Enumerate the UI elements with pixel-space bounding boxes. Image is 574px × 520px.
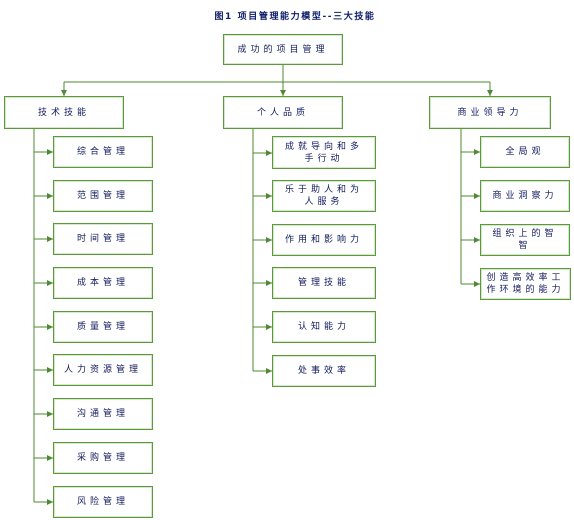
tech-item-procurement: 采购管理 — [53, 442, 153, 474]
tech-item-label: 风险管理 — [76, 497, 129, 507]
figure-title: 图1 项目管理能力模型--三大技能 — [214, 12, 376, 22]
personal-item-label: 认知能力 — [297, 322, 350, 332]
business-item-work-environment: 创造高效率工 作环境的能力 — [480, 268, 571, 300]
category-business-leadership: 商业领导力 — [429, 96, 551, 129]
category-technical-skills: 技术技能 — [4, 96, 124, 129]
tech-item-risk: 风险管理 — [53, 486, 153, 518]
root-node: 成功的项目管理 — [223, 34, 343, 65]
tech-item-label: 范围管理 — [76, 191, 129, 201]
personal-item-efficiency: 处事效率 — [272, 355, 376, 387]
business-item-organizational-wisdom: 组织上的智 智 — [480, 224, 570, 256]
tech-item-time: 时间管理 — [53, 223, 153, 255]
business-item-insight: 商业洞察力 — [480, 180, 570, 212]
category-label: 商业领导力 — [457, 107, 523, 118]
tech-item-quality: 质量管理 — [53, 311, 153, 343]
tech-item-cost: 成本管理 — [53, 267, 153, 299]
personal-item-label: 作用和影响力 — [284, 235, 363, 245]
category-label: 技术技能 — [37, 107, 90, 118]
business-item-label: 全局观 — [505, 147, 545, 157]
tech-item-integration: 综合管理 — [53, 136, 153, 168]
tech-item-human-resources: 人力资源管理 — [53, 354, 153, 386]
personal-item-label: 乐于助人和为 人服务 — [284, 185, 363, 207]
tech-item-scope: 范围管理 — [53, 180, 153, 212]
personal-item-service: 乐于助人和为 人服务 — [272, 180, 376, 212]
personal-item-influence: 作用和影响力 — [272, 224, 376, 256]
category-label: 个人品质 — [256, 107, 309, 118]
tech-item-label: 人力资源管理 — [63, 365, 142, 375]
personal-item-label: 管理技能 — [297, 278, 350, 288]
personal-item-management-skills: 管理技能 — [272, 267, 376, 299]
tech-item-label: 综合管理 — [76, 147, 129, 157]
tech-item-label: 质量管理 — [76, 322, 129, 332]
tech-item-label: 沟通管理 — [76, 409, 129, 419]
business-item-label: 创造高效率工 作环境的能力 — [486, 273, 565, 295]
personal-item-label: 成就导向和多 手行动 — [284, 141, 363, 164]
root-node-label: 成功的项目管理 — [237, 44, 329, 55]
tech-item-communication: 沟通管理 — [53, 398, 153, 430]
business-item-label: 组织上的智 智 — [492, 229, 558, 251]
tech-item-label: 时间管理 — [76, 234, 129, 244]
business-item-label: 商业洞察力 — [492, 191, 558, 201]
personal-item-achievement: 成就导向和多 手行动 — [272, 136, 376, 169]
business-item-big-picture: 全局观 — [480, 136, 570, 168]
tech-item-label: 成本管理 — [76, 278, 129, 288]
tech-item-label: 采购管理 — [76, 453, 129, 463]
category-personal-qualities: 个人品质 — [223, 96, 343, 129]
personal-item-cognitive: 认知能力 — [272, 311, 376, 343]
personal-item-label: 处事效率 — [297, 366, 350, 376]
